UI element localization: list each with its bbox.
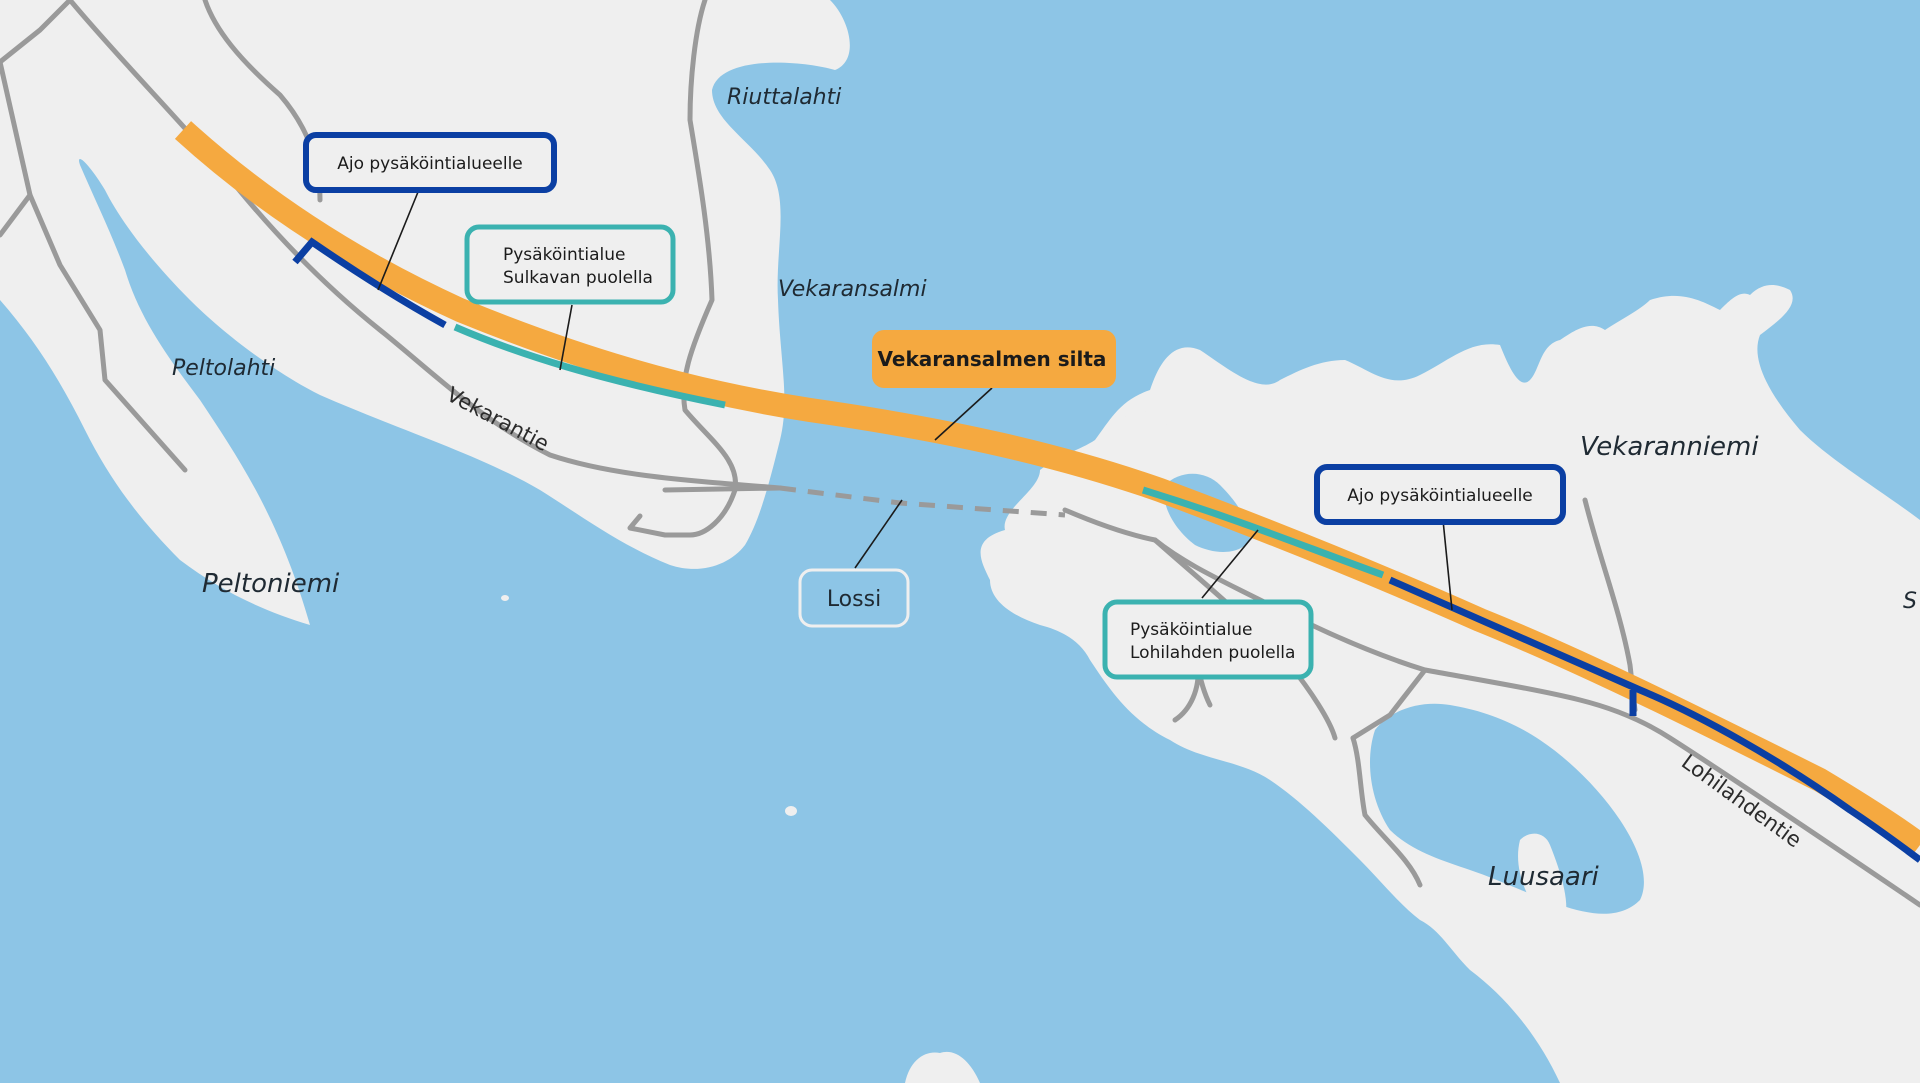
callout-parking-west bbox=[464, 224, 676, 305]
place-vekaransalmi: Vekaransalmi bbox=[778, 277, 927, 302]
rock-islet bbox=[501, 595, 509, 601]
callout-access-west-label: Ajo pysäköintialueelle bbox=[337, 154, 523, 174]
leader-line bbox=[559, 304, 573, 371]
place-riuttalahti: Riuttalahti bbox=[727, 85, 841, 110]
parking-east bbox=[1141, 486, 1385, 579]
leader-line bbox=[1201, 529, 1259, 599]
access-east bbox=[1388, 576, 1920, 863]
leader-lines bbox=[377, 191, 1453, 611]
callout-bridge-label: Vekaransalmen silta bbox=[878, 347, 1107, 371]
callout-ferry bbox=[798, 568, 910, 628]
leader-line bbox=[377, 191, 419, 291]
road bbox=[67, 0, 783, 491]
road bbox=[0, 192, 33, 238]
callout-bridge bbox=[872, 330, 1116, 388]
callout-parking-west-line1: Pysäköintialue bbox=[503, 245, 626, 265]
vekarantie-road bbox=[662, 485, 783, 493]
callout-parking-east-line2: Lohilahden puolella bbox=[1130, 643, 1295, 663]
callout-access-east bbox=[1314, 464, 1566, 525]
rock-islet bbox=[785, 806, 797, 816]
callout-ferry-label: Lossi bbox=[827, 587, 881, 612]
road bbox=[0, 0, 73, 65]
access-west bbox=[292, 237, 447, 329]
road bbox=[627, 0, 739, 538]
road bbox=[1350, 735, 1423, 888]
road bbox=[1582, 497, 1638, 713]
place-peltoniemi: Peltoniemi bbox=[202, 569, 340, 599]
south-islet bbox=[905, 1051, 980, 1083]
road bbox=[0, 59, 188, 473]
place-vekaranniemi: Vekaranniemi bbox=[1580, 432, 1759, 462]
callout-parking-east-line1: Pysäköintialue bbox=[1130, 620, 1253, 640]
callout-parking-west-line2: Sulkavan puolella bbox=[503, 268, 653, 288]
leader-line bbox=[934, 387, 993, 441]
callout-access-east-label: Ajo pysäköintialueelle bbox=[1347, 486, 1533, 506]
road bbox=[1350, 667, 1428, 741]
place-edge-cut: S bbox=[1903, 589, 1917, 614]
luusaari-island bbox=[1518, 833, 1567, 922]
luusaari-bay bbox=[1370, 703, 1644, 914]
parking-west bbox=[453, 323, 726, 409]
callout-parking-east bbox=[1102, 599, 1314, 680]
place-luusaari: Luusaari bbox=[1488, 862, 1600, 892]
leader-line bbox=[1442, 519, 1453, 611]
leader-line bbox=[854, 499, 903, 569]
place-peltolahti: Peltolahti bbox=[172, 356, 275, 381]
road bbox=[1422, 667, 1920, 908]
callout-access-west bbox=[303, 132, 557, 193]
